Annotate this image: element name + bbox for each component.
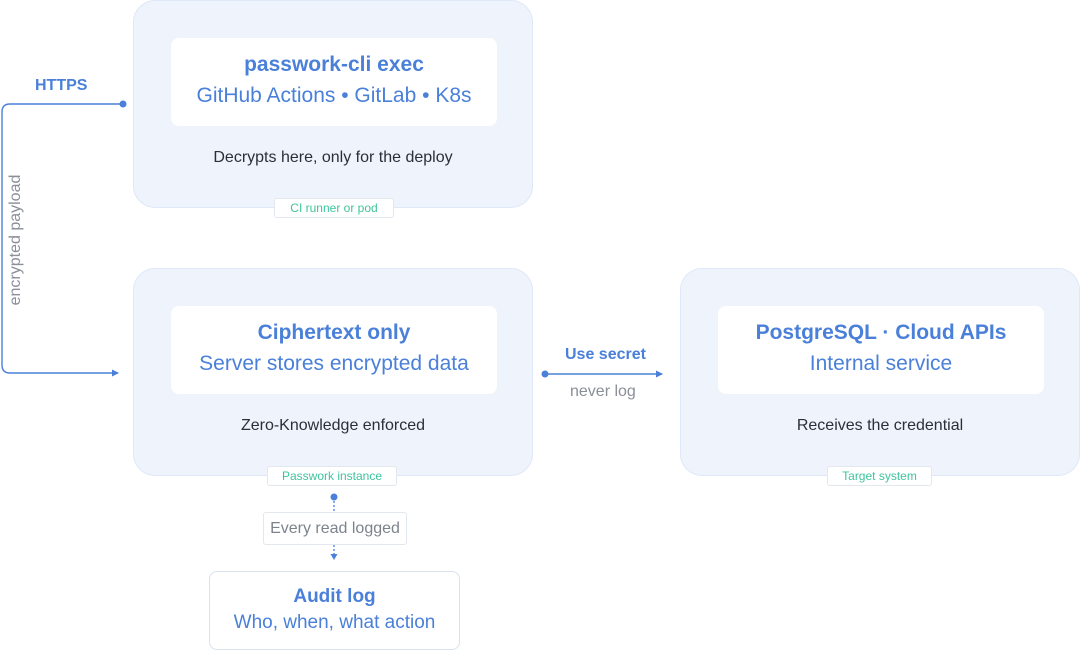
target-title: PostgreSQL · Cloud APIs bbox=[755, 321, 1007, 344]
target-subtitle: Internal service bbox=[809, 352, 953, 375]
use-secret-connector bbox=[541, 370, 663, 378]
ci-runner-card: passwork-cli exec GitHub Actions • GitLa… bbox=[133, 0, 533, 208]
never-log-label: never log bbox=[570, 383, 636, 400]
passwork-inner-box: Ciphertext only Server stores encrypted … bbox=[171, 306, 497, 394]
audit-log-subtitle: Who, when, what action bbox=[233, 612, 436, 633]
passwork-tag: Passwork instance bbox=[267, 466, 397, 486]
audit-connector bbox=[330, 493, 338, 560]
audit-arrowhead bbox=[330, 554, 338, 560]
target-inner-box: PostgreSQL · Cloud APIs Internal service bbox=[718, 306, 1044, 394]
https-connector bbox=[1, 100, 127, 377]
every-read-logged-box: Every read logged bbox=[263, 512, 407, 545]
passwork-title: Ciphertext only bbox=[257, 321, 411, 344]
passwork-card: Ciphertext only Server stores encrypted … bbox=[133, 268, 533, 476]
passwork-caption: Zero-Knowledge enforced bbox=[240, 417, 426, 434]
https-path bbox=[1, 103, 123, 377]
https-label: HTTPS bbox=[35, 77, 88, 94]
use-secret-label: Use secret bbox=[565, 346, 646, 363]
ci-runner-inner-box: passwork-cli exec GitHub Actions • GitLa… bbox=[171, 38, 497, 126]
passwork-subtitle: Server stores encrypted data bbox=[199, 352, 469, 375]
target-caption: Receives the credential bbox=[796, 417, 964, 434]
audit-log-title: Audit log bbox=[293, 586, 376, 607]
ci-runner-tag: CI runner or pod bbox=[274, 198, 394, 218]
ci-runner-caption: Decrypts here, only for the deploy bbox=[213, 149, 453, 166]
encrypted-payload-label: encrypted payload bbox=[7, 174, 24, 306]
target-tag: Target system bbox=[827, 466, 932, 486]
ci-runner-subtitle: GitHub Actions • GitLab • K8s bbox=[196, 84, 472, 107]
audit-log-box: Audit log Who, when, what action bbox=[209, 571, 460, 650]
target-card: PostgreSQL · Cloud APIs Internal service… bbox=[680, 268, 1080, 476]
ci-runner-title: passwork-cli exec bbox=[244, 53, 424, 76]
